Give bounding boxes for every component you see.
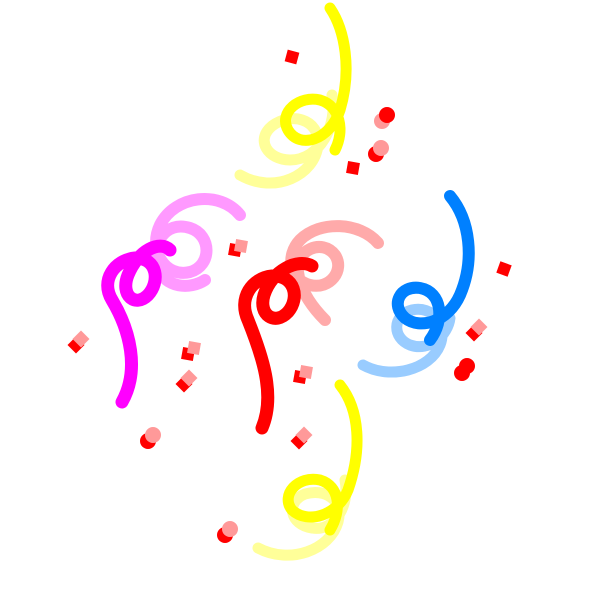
streamer-red-light xyxy=(285,220,384,326)
confetti-group xyxy=(67,49,512,543)
streamer-blue-light xyxy=(357,303,456,378)
streamer-yellow-top-light xyxy=(234,89,339,189)
confetti-diamond-pair xyxy=(228,239,248,257)
confetti-circle-pair xyxy=(140,427,161,449)
confetti-circle-pair xyxy=(217,521,238,543)
streamer-blue xyxy=(357,190,475,378)
confetti-diamond-pair xyxy=(181,341,201,361)
confetti-diamond-pair xyxy=(67,330,90,354)
streamer-red-dark xyxy=(238,257,319,435)
confetti-circle-pair xyxy=(454,358,475,381)
streamer-red xyxy=(238,220,384,435)
streamer-magenta-dark xyxy=(101,239,177,409)
streamer-yellow-bottom xyxy=(252,379,363,561)
streamer-yellow-bottom-dark xyxy=(282,379,363,536)
confetti-square xyxy=(346,161,360,175)
streamer-yellow-top xyxy=(234,2,352,189)
confetti-diamond-pair xyxy=(175,369,198,393)
confetti-circle-pair xyxy=(368,140,389,162)
streamer-yellow-top-dark xyxy=(280,2,352,156)
confetti-circle-pair xyxy=(374,107,395,129)
confetti-diamond-pair xyxy=(465,318,488,342)
streamer-magenta xyxy=(101,193,246,409)
confetti-square xyxy=(496,261,512,277)
confetti-diamond-pair xyxy=(290,426,313,450)
streamer-blue-dark xyxy=(391,190,475,346)
confetti-diamond-pair xyxy=(293,365,313,384)
confetti-square xyxy=(284,49,300,65)
